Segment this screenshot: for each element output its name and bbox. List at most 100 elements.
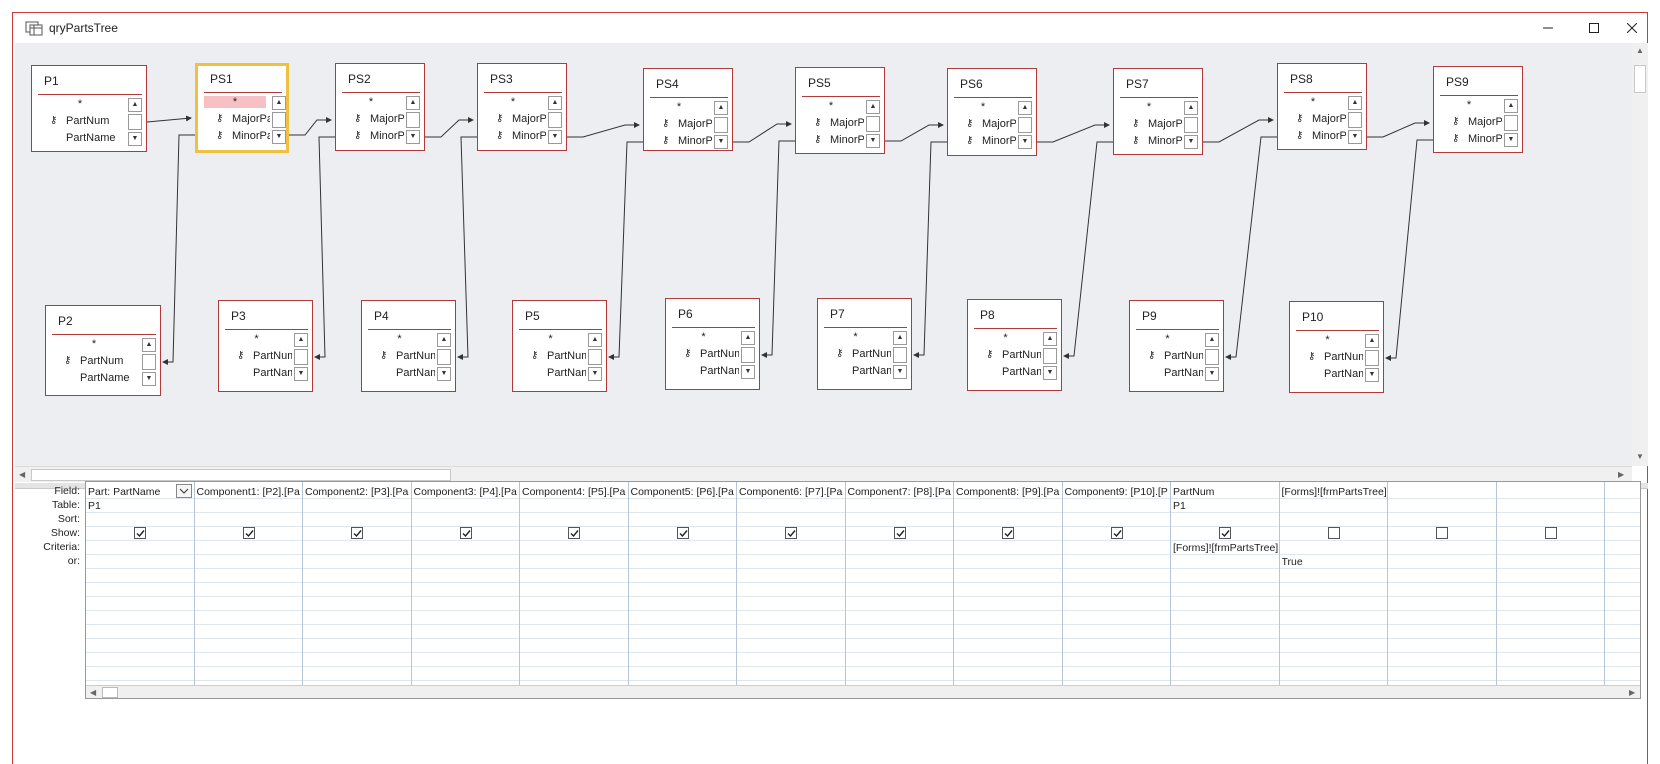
grid-horizontal-scrollbar[interactable]: ◀ ▶ [86, 685, 1640, 698]
show-checkbox[interactable] [568, 527, 581, 539]
scroll-up-icon[interactable]: ▲ [741, 331, 755, 345]
join-line[interactable] [1225, 136, 1277, 360]
scroll-thumb[interactable] [31, 469, 451, 481]
scroll-down-icon[interactable]: ▼ [741, 365, 755, 379]
scroll-left-icon[interactable]: ◀ [90, 688, 97, 697]
grid-cell-criteria[interactable]: [Forms]![frmPartsTree] [1173, 542, 1278, 554]
field-list-scrollbar[interactable]: ▲▼ [587, 333, 604, 384]
show-checkbox[interactable] [242, 527, 255, 539]
table-box-p6[interactable]: P6*PartNum⚷PartNam▲▼ [665, 298, 760, 390]
table-box-ps7[interactable]: PS7*MajorPa⚷MinorPa⚷▲▼ [1113, 68, 1203, 155]
field-item[interactable]: MajorPa [982, 118, 1016, 130]
scroll-down-icon[interactable]: ▼ [1504, 133, 1518, 147]
scroll-up-icon[interactable]: ▲ [866, 100, 880, 114]
scroll-track[interactable] [548, 112, 562, 128]
scroll-up-icon[interactable]: ▲ [142, 338, 156, 352]
scroll-track[interactable] [294, 349, 308, 365]
table-box-p10[interactable]: P10*PartNum⚷PartNam▲▼ [1289, 301, 1384, 393]
scroll-track[interactable] [272, 112, 286, 128]
scroll-up-icon[interactable]: ▲ [1365, 334, 1379, 348]
join-line[interactable] [733, 121, 792, 143]
table-box-ps9[interactable]: PS9*MajorPa⚷MinorPa⚷▲▼ [1433, 66, 1523, 153]
query-design-pane[interactable]: P1*PartNum⚷PartName▲▼PS1*MajorPa⚷MinorPa… [15, 43, 1632, 466]
scroll-right-icon[interactable]: ▶ [1629, 688, 1636, 697]
field-all-star[interactable]: * [368, 96, 374, 108]
field-item[interactable]: PartNam [1164, 367, 1203, 379]
field-item[interactable]: MinorPa [512, 130, 546, 142]
grid-column[interactable]: Component8: [P9].[Pa [954, 482, 1063, 685]
scroll-up-icon[interactable]: ▲ [1043, 332, 1057, 346]
field-item[interactable]: MajorPa [830, 117, 864, 129]
table-box-ps4[interactable]: PS4*MajorPa⚷MinorPa⚷▲▼ [643, 68, 733, 151]
table-box-ps8[interactable]: PS8*MajorPa⚷MinorPa⚷▲▼ [1277, 63, 1367, 150]
join-line[interactable] [913, 141, 947, 358]
field-item[interactable]: MajorPa [1312, 113, 1346, 125]
scroll-down-icon[interactable]: ▼ [893, 365, 907, 379]
grid-cell-field[interactable]: [Forms]![frmPartsTree] [1281, 486, 1387, 498]
scroll-up-icon[interactable]: ▲ [1636, 46, 1644, 55]
grid-cell-field[interactable]: Component5: [P6].[Pa [630, 486, 734, 498]
field-list-scrollbar[interactable]: ▲▼ [293, 333, 310, 384]
field-list-scrollbar[interactable]: ▲▼ [1017, 101, 1034, 152]
grid-column[interactable]: Component6: [P7].[Pa [737, 482, 846, 685]
scroll-track[interactable] [437, 349, 451, 365]
scroll-track[interactable] [1205, 349, 1219, 365]
scroll-track[interactable] [588, 349, 602, 365]
show-checkbox[interactable] [459, 527, 472, 539]
grid-cell-field[interactable]: Component7: [P8].[Pa [847, 486, 951, 498]
grid-cell-table[interactable]: P1 [88, 500, 101, 512]
field-item[interactable]: MajorPa [678, 118, 712, 130]
scroll-up-icon[interactable]: ▲ [1205, 333, 1219, 347]
field-item[interactable]: MinorPa [1312, 130, 1346, 142]
field-item[interactable]: MajorPa [512, 113, 546, 125]
minimize-button[interactable] [1525, 13, 1571, 43]
field-list-scrollbar[interactable]: ▲▼ [865, 100, 882, 151]
field-all-star[interactable]: * [676, 101, 682, 113]
show-checkbox[interactable] [1219, 527, 1232, 539]
field-item[interactable]: PartNum [547, 350, 586, 362]
show-checkbox[interactable] [351, 527, 364, 539]
field-item[interactable]: PartNum [1002, 349, 1041, 361]
grid-column[interactable]: Component5: [P6].[Pa [629, 482, 737, 685]
grid-column[interactable]: Component4: [P5].[Pa [520, 482, 629, 685]
field-item[interactable]: MinorPa [678, 135, 712, 147]
field-all-star[interactable]: * [204, 96, 266, 108]
field-all-star[interactable]: * [397, 333, 402, 345]
scroll-down-icon[interactable]: ▼ [1043, 366, 1057, 380]
join-line[interactable] [885, 122, 944, 142]
field-item[interactable]: MinorPa [830, 134, 864, 146]
grid-cell-table[interactable]: P1 [1173, 500, 1186, 512]
join-line[interactable] [1203, 117, 1274, 143]
field-list-scrollbar[interactable]: ▲▼ [547, 96, 564, 147]
field-all-star[interactable]: * [1325, 334, 1330, 346]
field-item[interactable]: MinorPa [370, 130, 404, 142]
grid-column[interactable]: Component7: [P8].[Pa [846, 482, 954, 685]
scroll-track[interactable] [1018, 117, 1032, 133]
grid-cell-field[interactable]: Component9: [P10].[P [1064, 486, 1168, 498]
close-button[interactable] [1617, 13, 1649, 43]
join-line[interactable] [1385, 139, 1433, 361]
scroll-track[interactable] [142, 354, 156, 370]
field-item[interactable]: PartNam [1324, 368, 1363, 380]
field-item[interactable]: PartName [80, 372, 130, 384]
join-line[interactable] [289, 117, 332, 136]
show-checkbox[interactable] [1544, 527, 1557, 539]
scroll-down-icon[interactable]: ▼ [1184, 135, 1198, 149]
scroll-track[interactable] [741, 347, 755, 363]
field-list-scrollbar[interactable]: ▲▼ [1347, 96, 1364, 147]
scroll-track[interactable] [866, 116, 880, 132]
field-item[interactable]: PartNam [1002, 366, 1041, 378]
field-all-star[interactable]: * [1003, 332, 1008, 344]
scroll-down-icon[interactable]: ▼ [714, 135, 728, 149]
scroll-down-icon[interactable]: ▼ [1365, 368, 1379, 382]
field-item[interactable]: MinorPa [232, 130, 270, 142]
grid-cell-field[interactable]: Component1: [P2].[Pa [196, 486, 300, 498]
scroll-track[interactable] [1504, 115, 1518, 131]
scroll-up-icon[interactable]: ▲ [1348, 96, 1362, 110]
field-item[interactable]: PartNam [700, 365, 739, 377]
grid-cell-or[interactable]: True [1281, 556, 1303, 568]
field-dropdown-button[interactable] [175, 484, 192, 498]
scroll-up-icon[interactable]: ▲ [893, 331, 907, 345]
